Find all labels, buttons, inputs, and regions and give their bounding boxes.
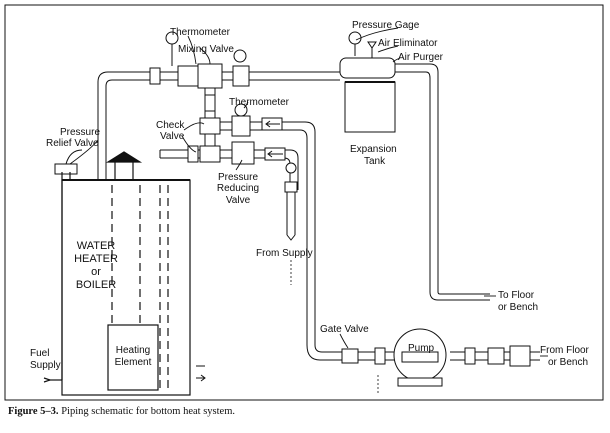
supply-pipe — [286, 192, 296, 241]
pressure-relief-valve — [54, 149, 83, 175]
union-top-left — [149, 67, 161, 85]
leader-lines — [69, 27, 548, 357]
pipe-top-right — [395, 63, 439, 292]
label-air-purger: Air Purger — [398, 52, 444, 63]
label-from-floor-1: From Floor — [540, 345, 589, 356]
label-water-heater-2: HEATER — [74, 253, 118, 265]
figure-caption: Figure 5–3. Piping schematic for bottom … — [8, 406, 235, 417]
label-from-floor-2: or Bench — [548, 357, 589, 368]
label-pressure-gage: Pressure Gage — [352, 20, 420, 31]
label-pressure-reducing-3: Valve — [225, 195, 251, 206]
flue-cap — [105, 151, 143, 163]
caption-number: Figure 5–3. — [8, 406, 59, 417]
thermometer-mid-gauge — [234, 103, 248, 117]
label-heating-element-1: Heating — [115, 345, 151, 356]
mixing-valve-tee — [197, 63, 223, 89]
label-thermometer-top: Thermometer — [170, 27, 231, 38]
label-check-valve-2: Valve — [160, 131, 185, 142]
label-heating-element-2: Element — [114, 357, 152, 368]
pipe-to-floor — [429, 291, 490, 301]
label-to-floor-2: or Bench — [498, 302, 539, 313]
union-right-1 — [464, 347, 476, 365]
label-thermometer-mid: Thermometer — [229, 97, 290, 108]
label-check-valve-1: Check — [156, 120, 185, 131]
label-pressure-reducing-1: Pressure — [217, 172, 258, 183]
check-valve-right — [509, 345, 531, 367]
heating-element-box — [107, 324, 159, 391]
label-water-heater-4: BOILER — [75, 279, 117, 291]
gate-valve-body — [341, 348, 359, 364]
mixing-valve-body — [177, 65, 199, 87]
pipe-thermo-line — [215, 121, 316, 345]
gate-valve-right — [487, 347, 505, 365]
caption-text: Piping schematic for bottom heat system. — [61, 406, 235, 417]
pipe-bottom-return — [306, 344, 395, 361]
lower-tee — [199, 145, 221, 163]
label-to-floor-1: To Floor — [498, 290, 535, 301]
mixing-gauge — [233, 49, 247, 63]
pressure-reducing-valve — [231, 141, 255, 165]
check-valve-lower — [187, 145, 199, 163]
air-eliminator-body — [339, 57, 396, 79]
label-fuel-supply-1: Fuel — [30, 348, 50, 359]
pipe-network — [97, 63, 540, 361]
label-expansion-tank-2: Tank — [364, 156, 386, 167]
expansion-assembly — [339, 41, 396, 133]
union-bottom — [374, 347, 386, 365]
gauges — [165, 31, 362, 174]
air-eliminator-top — [367, 41, 377, 58]
fittings — [149, 63, 531, 367]
supply-gauge — [285, 162, 297, 174]
pump-impeller — [401, 351, 439, 363]
label-pump: Pump — [408, 343, 435, 354]
pipe-mixing-down — [204, 80, 216, 150]
label-pressure-reducing-2: Reducing — [216, 183, 260, 194]
label-fuel-supply-2: Supply — [30, 360, 61, 371]
pipe-heater-riser — [97, 71, 150, 180]
supply-valve — [284, 181, 298, 193]
expansion-tank — [344, 81, 396, 133]
relief-pipe — [61, 172, 71, 380]
label-air-eliminator: Air Eliminator — [378, 38, 438, 49]
label-pressure-relief-2: Relief Valve — [46, 138, 99, 149]
label-mixing-valve: Mixing Valve — [178, 44, 234, 55]
check-valve-tee — [199, 117, 221, 135]
label-water-heater-3: or — [91, 266, 101, 278]
label-water-heater-1: WATER — [76, 240, 116, 252]
diagram-border — [4, 4, 604, 401]
flue-stack — [114, 159, 134, 181]
thermometer-fitting — [231, 115, 251, 137]
check-valve-upper — [204, 94, 216, 112]
label-gate-valve: Gate Valve — [320, 324, 369, 335]
water-heater — [43, 151, 191, 396]
pump-base — [397, 377, 443, 387]
pump — [393, 328, 447, 387]
label-pressure-relief-1: Pressure — [60, 127, 101, 138]
label-expansion-tank-1: Expansion — [350, 144, 397, 155]
mixing-valve-right — [232, 65, 250, 87]
label-from-supply: From Supply — [256, 248, 313, 259]
flow-arrows — [196, 120, 283, 382]
